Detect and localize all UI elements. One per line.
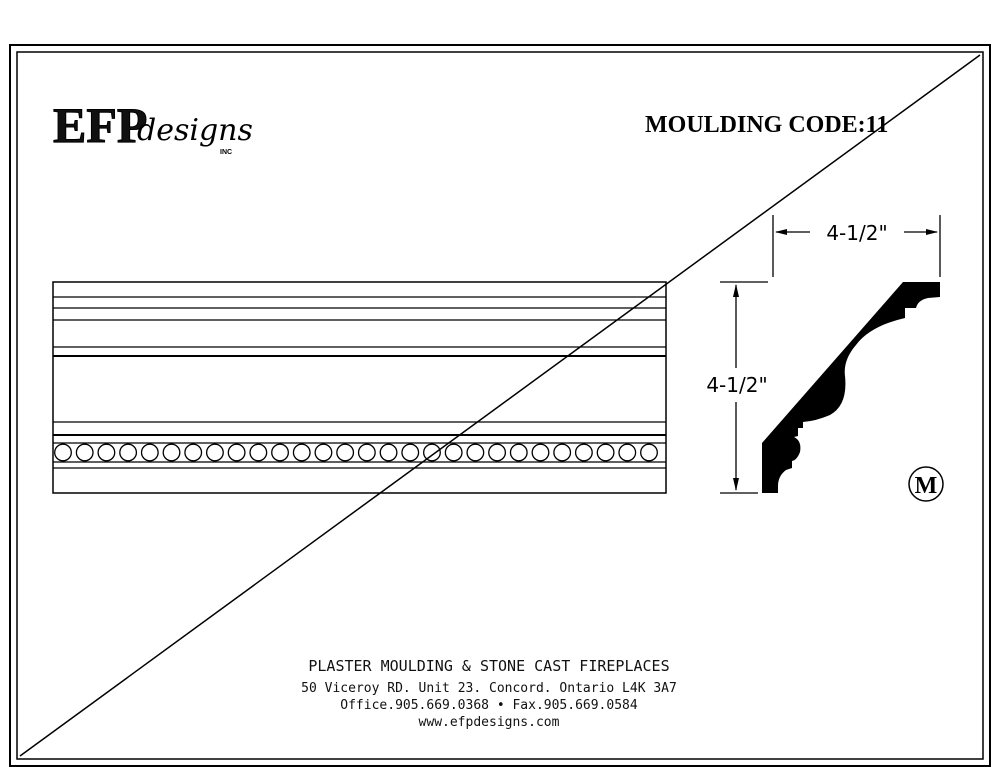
footer-phone: Office.905.669.0368 • Fax.905.669.0584	[340, 698, 638, 713]
bead	[596, 443, 615, 462]
bead	[336, 443, 355, 462]
moulding-profile: 4-1/2" 4-1/2"	[706, 215, 941, 494]
bead	[401, 443, 420, 462]
material-badge: M	[908, 466, 944, 502]
bead	[553, 443, 572, 462]
logo-script: designs	[137, 113, 253, 148]
footer-website: www.efpdesigns.com	[419, 715, 560, 730]
bead	[640, 443, 658, 462]
bead	[466, 443, 485, 462]
bead	[618, 443, 637, 462]
bead	[54, 443, 72, 462]
bead	[249, 443, 268, 462]
footer-line-1: PLASTER MOULDING & STONE CAST FIREPLACES	[308, 657, 669, 675]
bead	[292, 443, 311, 462]
bead	[119, 443, 138, 462]
logo-inc: INC	[220, 149, 232, 156]
badge-letter: M	[915, 473, 938, 499]
bead	[271, 443, 289, 462]
bead	[162, 443, 181, 462]
bead	[184, 443, 203, 462]
outer-border	[9, 44, 991, 767]
inner-border	[16, 51, 984, 760]
moulding-code-title: MOULDING CODE:11	[645, 112, 888, 138]
bead	[357, 443, 376, 462]
footer-address: 50 Viceroy RD. Unit 23. Concord. Ontario…	[301, 681, 677, 696]
bead	[97, 443, 116, 462]
bead	[379, 443, 398, 462]
bead	[227, 443, 246, 462]
bead	[509, 443, 528, 462]
height-dimension: 4-1/2"	[706, 373, 767, 397]
logo: EFP designs INC	[53, 97, 253, 157]
bead	[205, 443, 224, 462]
width-dimension: 4-1/2"	[826, 221, 887, 245]
void-diagonal-line	[19, 54, 981, 757]
bead	[444, 443, 463, 462]
bead	[423, 443, 441, 462]
badge-circle	[908, 466, 944, 502]
bead	[75, 443, 94, 462]
bead	[488, 443, 507, 462]
bead	[531, 443, 550, 462]
logo-brand: EFP	[53, 97, 147, 153]
bead	[574, 443, 593, 462]
bead	[314, 443, 333, 462]
moulding-elevation	[52, 281, 667, 494]
bead	[140, 443, 159, 462]
footer: PLASTER MOULDING & STONE CAST FIREPLACES…	[301, 657, 677, 730]
